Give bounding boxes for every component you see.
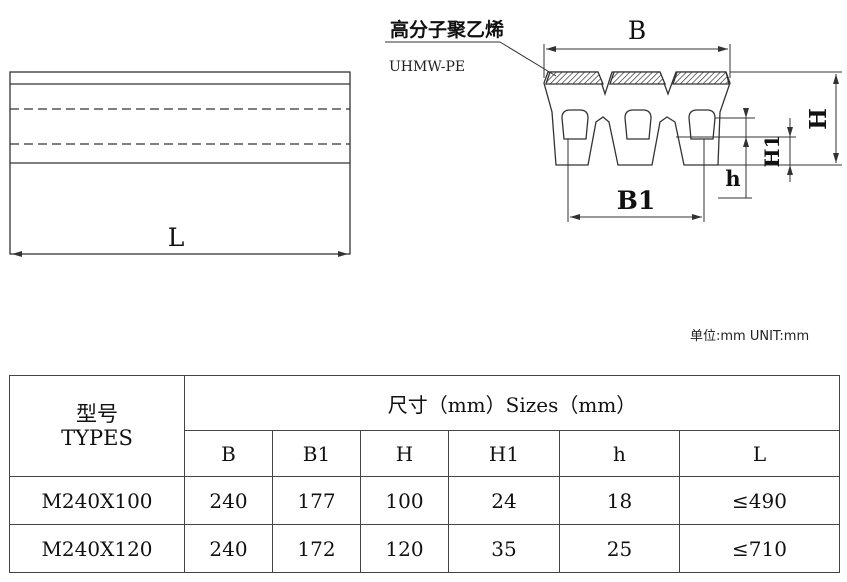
type-cell: M240X120	[9, 524, 185, 573]
column-header: H1	[448, 430, 560, 477]
uhmw-pe-layer	[545, 71, 730, 85]
dim-label-h: h	[725, 166, 740, 191]
dim-label-H1: H1	[760, 135, 784, 168]
types-header-cn: 型号	[76, 402, 118, 426]
unit-note: 单位:mm UNIT:mm	[690, 329, 810, 344]
column-header: B1	[272, 430, 361, 477]
spec-table: 型号 TYPES 尺寸（mm）Sizes（mm） B B1 H H1 h L M…	[9, 375, 841, 573]
value-cell: 177	[272, 476, 361, 525]
side-view	[9, 71, 351, 257]
types-header-en: TYPES	[61, 426, 133, 450]
slot-1	[561, 109, 589, 140]
type-cell: M240X100	[9, 476, 185, 525]
column-header: h	[559, 430, 680, 477]
column-header: H	[360, 430, 449, 477]
dim-label-H: H	[805, 108, 832, 130]
value-cell: 35	[448, 524, 560, 573]
technical-drawing: L	[9, 16, 842, 257]
sizes-header: 尺寸（mm）Sizes（mm）	[183, 375, 841, 431]
column-header-row: B B1 H H1 h L	[10, 430, 841, 477]
types-header: 型号 TYPES	[9, 375, 185, 477]
cross-section-view	[385, 41, 842, 222]
profile-outline	[543, 71, 731, 166]
material-label-en: UHMW-PE	[389, 59, 465, 75]
slot-3	[688, 109, 716, 140]
table-row: M240X120 240 172 120 35 25 ≤710	[9, 524, 841, 573]
value-cell: 18	[559, 476, 680, 525]
value-cell: ≤710	[678, 524, 841, 573]
dim-label-L: L	[168, 223, 185, 252]
table-row: M240X100 240 177 100 24 18 ≤490	[9, 476, 841, 525]
dim-label-B1: B1	[617, 186, 656, 215]
column-header: L	[678, 430, 841, 477]
value-cell: ≤490	[678, 476, 841, 525]
material-label-cn: 高分子聚乙烯	[390, 18, 504, 41]
header-row-top: 型号 TYPES 尺寸（mm）Sizes（mm）	[9, 375, 841, 477]
value-cell: 120	[360, 524, 449, 573]
dim-label-B: B	[628, 16, 646, 45]
value-cell: 100	[360, 476, 449, 525]
column-header: B	[184, 430, 273, 477]
value-cell: 240	[184, 476, 273, 525]
value-cell: 25	[559, 524, 680, 573]
value-cell: 240	[184, 524, 273, 573]
value-cell: 24	[448, 476, 560, 525]
value-cell: 172	[272, 524, 361, 573]
slot-2	[624, 109, 652, 140]
